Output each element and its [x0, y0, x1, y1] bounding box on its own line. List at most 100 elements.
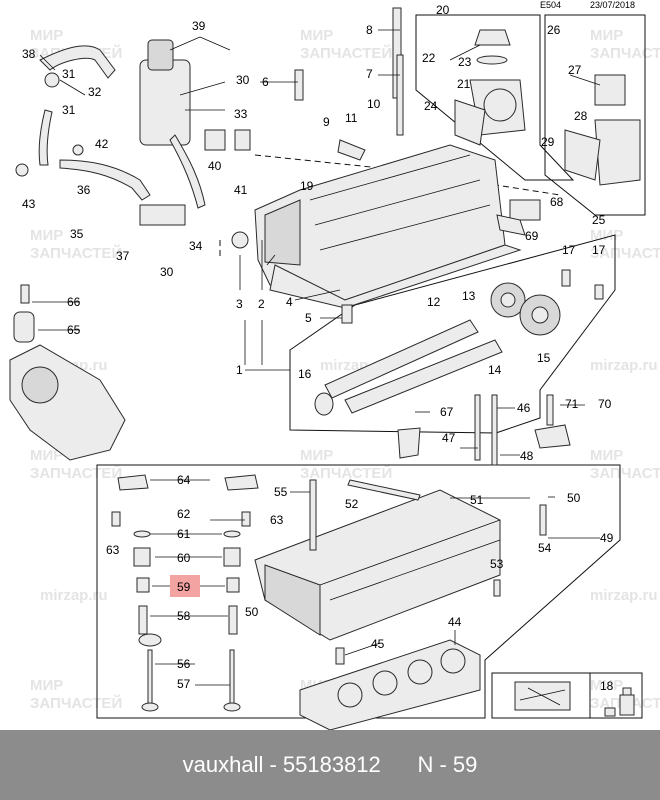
callout-44: 44: [448, 615, 462, 629]
callout-3: 3: [236, 297, 243, 311]
watermark-line2: ЗАПЧАСТЕЙ: [30, 244, 122, 262]
callout-26: 26: [547, 23, 561, 37]
leader-lines: [32, 29, 601, 686]
watermark-line1: МИР: [300, 27, 333, 44]
callout-8: 8: [366, 23, 373, 37]
callout-69: 69: [525, 229, 539, 243]
callout-35: 35: [70, 227, 84, 241]
watermark-line1: МИР: [300, 447, 333, 464]
callout-60: 60: [177, 551, 191, 565]
camshafts: [314, 269, 604, 416]
callout-11: 11: [345, 111, 358, 125]
callout-31: 31: [62, 103, 76, 117]
callout-65: 65: [67, 323, 81, 337]
callout-66: 66: [67, 295, 81, 309]
callout-17: 17: [592, 243, 606, 257]
watermark-line1: МИР: [590, 677, 623, 694]
callout-68: 68: [550, 195, 564, 209]
callout-27: 27: [568, 63, 582, 77]
callout-19: 19: [300, 179, 314, 193]
callout-33: 33: [234, 107, 248, 121]
callout-20: 20: [436, 3, 450, 17]
watermark-line2: ЗАПЧАСТЕЙ: [590, 244, 660, 262]
callout-59-highlighted: 59: [177, 580, 191, 594]
callout-43: 43: [22, 197, 36, 211]
callout-48: 48: [520, 449, 534, 463]
callout-34: 34: [189, 239, 203, 253]
callout-30: 30: [160, 265, 174, 279]
camshaft-frame: [289, 234, 616, 434]
camshaft-cover: [254, 7, 541, 324]
callout-57: 57: [177, 677, 191, 691]
callout-18: 18: [600, 679, 614, 693]
callout-47: 47: [442, 431, 456, 445]
callout-67: 67: [440, 405, 454, 419]
info-box-icons: [514, 681, 635, 717]
head-bolts: [397, 394, 571, 466]
callout-53: 53: [490, 557, 504, 571]
callout-45: 45: [371, 637, 385, 651]
callout-52: 52: [345, 497, 359, 511]
watermark-line1: МИР: [590, 447, 623, 464]
callout-25: 25: [592, 213, 606, 227]
valve-train: [111, 474, 259, 712]
watermark-line1: МИР: [30, 27, 63, 44]
callout-15: 15: [537, 351, 551, 365]
engine-parts-diagram: МИРЗАПЧАСТЕЙМИРЗАПЧАСТЕЙМИРЗАПЧАСТЕЙМИРЗ…: [9, 0, 660, 730]
callout-61: 61: [177, 527, 191, 541]
callout-29: 29: [541, 135, 555, 149]
diagram-date: 23/07/2018: [590, 0, 635, 10]
callout-41: 41: [234, 183, 248, 197]
watermark-line2: ЗАПЧАСТЕЙ: [590, 44, 660, 62]
callout-55: 55: [274, 485, 288, 499]
callout-6: 6: [262, 75, 269, 89]
callout-37: 37: [116, 249, 130, 263]
callout-46: 46: [517, 401, 531, 415]
footer-bar: vauxhall - 55183812 N - 59: [0, 730, 660, 800]
callout-7: 7: [366, 67, 373, 81]
callout-17: 17: [562, 243, 576, 257]
callout-70: 70: [598, 397, 612, 411]
callout-9: 9: [323, 115, 330, 129]
callout-58: 58: [177, 609, 191, 623]
oil-bottle-icon: [619, 694, 635, 716]
highlight-box: [170, 575, 200, 597]
cylinder-head: [254, 479, 547, 641]
watermark-line1: МИР: [590, 27, 623, 44]
callout-62: 62: [177, 507, 191, 521]
watermark-line1: МИР: [30, 227, 63, 244]
callout-71: 71: [565, 397, 579, 411]
callout-40: 40: [208, 159, 222, 173]
callout-5: 5: [305, 311, 312, 325]
callout-21: 21: [457, 77, 471, 91]
callout-63: 63: [106, 543, 120, 557]
watermark-site: mirzap.ru: [590, 357, 658, 374]
callout-51: 51: [470, 493, 484, 507]
watermark-line1: МИР: [590, 227, 623, 244]
callout-36: 36: [77, 183, 91, 197]
watermark-line2: ЗАПЧАСТЕЙ: [30, 464, 122, 482]
callout-32: 32: [88, 85, 102, 99]
callout-54: 54: [538, 541, 552, 555]
callout-13: 13: [462, 289, 476, 303]
callout-39: 39: [192, 19, 206, 33]
diagram-code: E504: [540, 0, 561, 10]
callout-28: 28: [574, 109, 588, 123]
callout-56: 56: [177, 657, 191, 671]
callout-10: 10: [367, 97, 381, 111]
callout-1: 1: [236, 363, 243, 377]
watermark-line1: МИР: [30, 677, 63, 694]
cylinder-head-frame: [96, 464, 621, 719]
callout-24: 24: [424, 99, 438, 113]
callout-42: 42: [95, 137, 109, 151]
callout-50: 50: [245, 605, 259, 619]
callout-12: 12: [427, 295, 441, 309]
thermostat-frame: [415, 14, 575, 181]
watermark-site: mirzap.ru: [40, 587, 108, 604]
watermark-line1: МИР: [30, 447, 63, 464]
callout-64: 64: [177, 473, 191, 487]
callout-4: 4: [286, 295, 293, 309]
info-box: [491, 672, 643, 719]
watermark-line2: ЗАПЧАСТЕЙ: [590, 464, 660, 482]
